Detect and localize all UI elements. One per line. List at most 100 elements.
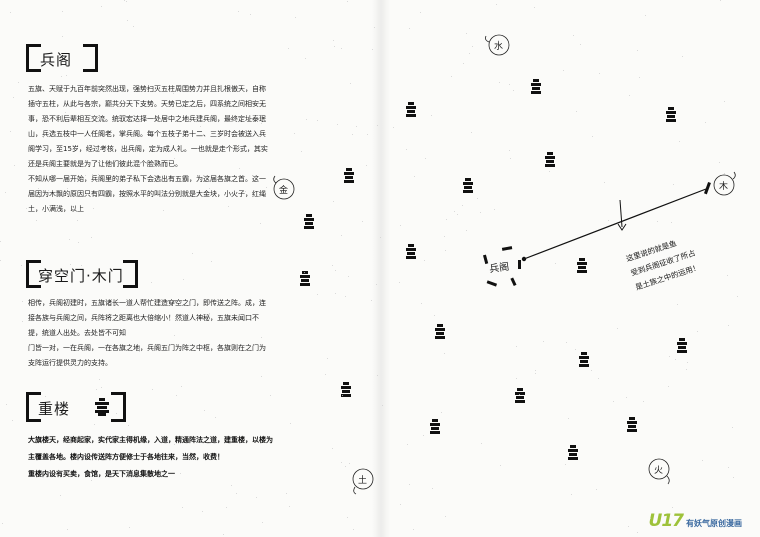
paper-speck: [236, 437, 237, 438]
paper-speck: [43, 137, 44, 138]
paper-speck: [245, 191, 246, 192]
arrow: [619, 199, 623, 228]
tower-icon: [579, 352, 589, 367]
paper-speck: [705, 122, 706, 123]
paper-speck: [10, 12, 11, 13]
paper-speck: [480, 212, 481, 213]
paper-speck: [374, 27, 375, 28]
paper-speck: [67, 529, 68, 530]
frame-corner: [26, 57, 41, 72]
paper-speck: [724, 173, 725, 174]
tower-icon: [463, 178, 473, 193]
paper-speck: [163, 210, 164, 211]
paper-speck: [377, 375, 378, 376]
node-label-west: 金: [279, 186, 289, 196]
paper-speck: [209, 188, 210, 189]
paper-speck: [141, 162, 142, 163]
paper-speck: [128, 425, 129, 426]
paper-speck: [555, 263, 556, 264]
paper-speck: [228, 206, 229, 207]
paper-speck: [341, 48, 342, 49]
paper-speck: [256, 497, 257, 498]
paper-speck: [174, 444, 175, 445]
paper-speck: [454, 211, 455, 212]
paper-speck: [22, 321, 23, 322]
paragraph: 门皆一对，一在兵阁，一在各旗之地，兵阁五门为阵之中枢，各旗则在之门为支阵运行提供…: [28, 344, 266, 367]
paper-speck: [116, 413, 117, 414]
paper-speck: [682, 56, 683, 57]
paper-speck: [64, 87, 65, 88]
tower-icon: [344, 168, 354, 183]
paper-speck: [180, 473, 181, 474]
paper-speck: [85, 175, 86, 176]
paper-speck: [510, 158, 511, 159]
paper-speck: [341, 235, 342, 236]
paper-speck: [66, 75, 67, 76]
paper-speck: [58, 471, 59, 472]
paper-speck: [176, 395, 177, 396]
paper-speck: [592, 136, 593, 137]
paper-speck: [295, 17, 296, 18]
paper-speck: [127, 20, 128, 21]
watermark-logo: U17: [648, 511, 684, 531]
paper-speck: [151, 282, 152, 283]
paper-speck: [406, 149, 407, 150]
paper-speck: [413, 529, 414, 530]
paper-speck: [187, 130, 188, 131]
paper-speck: [13, 97, 14, 98]
frame-corner: [83, 44, 98, 59]
section-title: 穿空门·木门: [38, 267, 124, 285]
paper-speck: [409, 484, 410, 485]
paper-speck: [376, 284, 377, 285]
paper-speck: [409, 28, 410, 29]
paper-speck: [327, 358, 328, 359]
paper-speck: [565, 464, 566, 465]
paper-speck: [737, 296, 738, 297]
paper-speck: [356, 126, 357, 127]
paper-speck: [61, 76, 62, 77]
paper-speck: [380, 237, 381, 238]
paper-speck: [96, 389, 97, 390]
paper-speck: [91, 237, 92, 238]
paragraph: 五旗、天赋于九百年前突然出现，强势扫灭五柱周围势力并且扎根傲天，自称插守五柱，从…: [28, 85, 268, 168]
paper-speck: [181, 386, 182, 387]
paper-speck: [209, 313, 210, 314]
paper-speck: [720, 0, 721, 1]
node-north: [485, 34, 510, 56]
paper-speck: [286, 493, 287, 494]
paper-speck: [672, 507, 673, 508]
paper-speck: [345, 466, 346, 467]
paper-speck: [719, 162, 720, 163]
watermark-text: 有妖气原创漫画: [686, 519, 742, 528]
paper-speck: [469, 53, 470, 54]
section-header-chonglou: 重楼: [26, 392, 126, 422]
tower-icon: [627, 417, 637, 432]
paper-speck: [77, 220, 78, 221]
paper-speck: [81, 265, 82, 266]
frame-corner: [26, 260, 41, 275]
paper-speck: [231, 485, 232, 486]
paper-speck: [305, 58, 306, 59]
paper-speck: [519, 394, 520, 395]
paper-speck: [333, 40, 334, 41]
paper-speck: [568, 418, 569, 419]
paper-speck: [481, 443, 482, 444]
paper-speck: [617, 328, 618, 329]
paper-speck: [477, 198, 478, 199]
paper-speck: [60, 495, 61, 496]
paper-speck: [400, 504, 401, 505]
paper-speck: [393, 127, 394, 128]
paper-speck: [728, 467, 729, 468]
paper-speck: [98, 174, 99, 175]
node-label-south-west: 土: [358, 476, 368, 486]
paper-speck: [576, 111, 577, 112]
paper-speck: [67, 188, 68, 189]
paper-speck: [471, 132, 472, 133]
paper-speck: [101, 387, 102, 388]
paper-speck: [432, 488, 433, 489]
paper-speck: [317, 294, 318, 295]
paper-speck: [728, 325, 729, 326]
paper-speck: [549, 171, 550, 172]
paper-speck: [204, 410, 205, 411]
